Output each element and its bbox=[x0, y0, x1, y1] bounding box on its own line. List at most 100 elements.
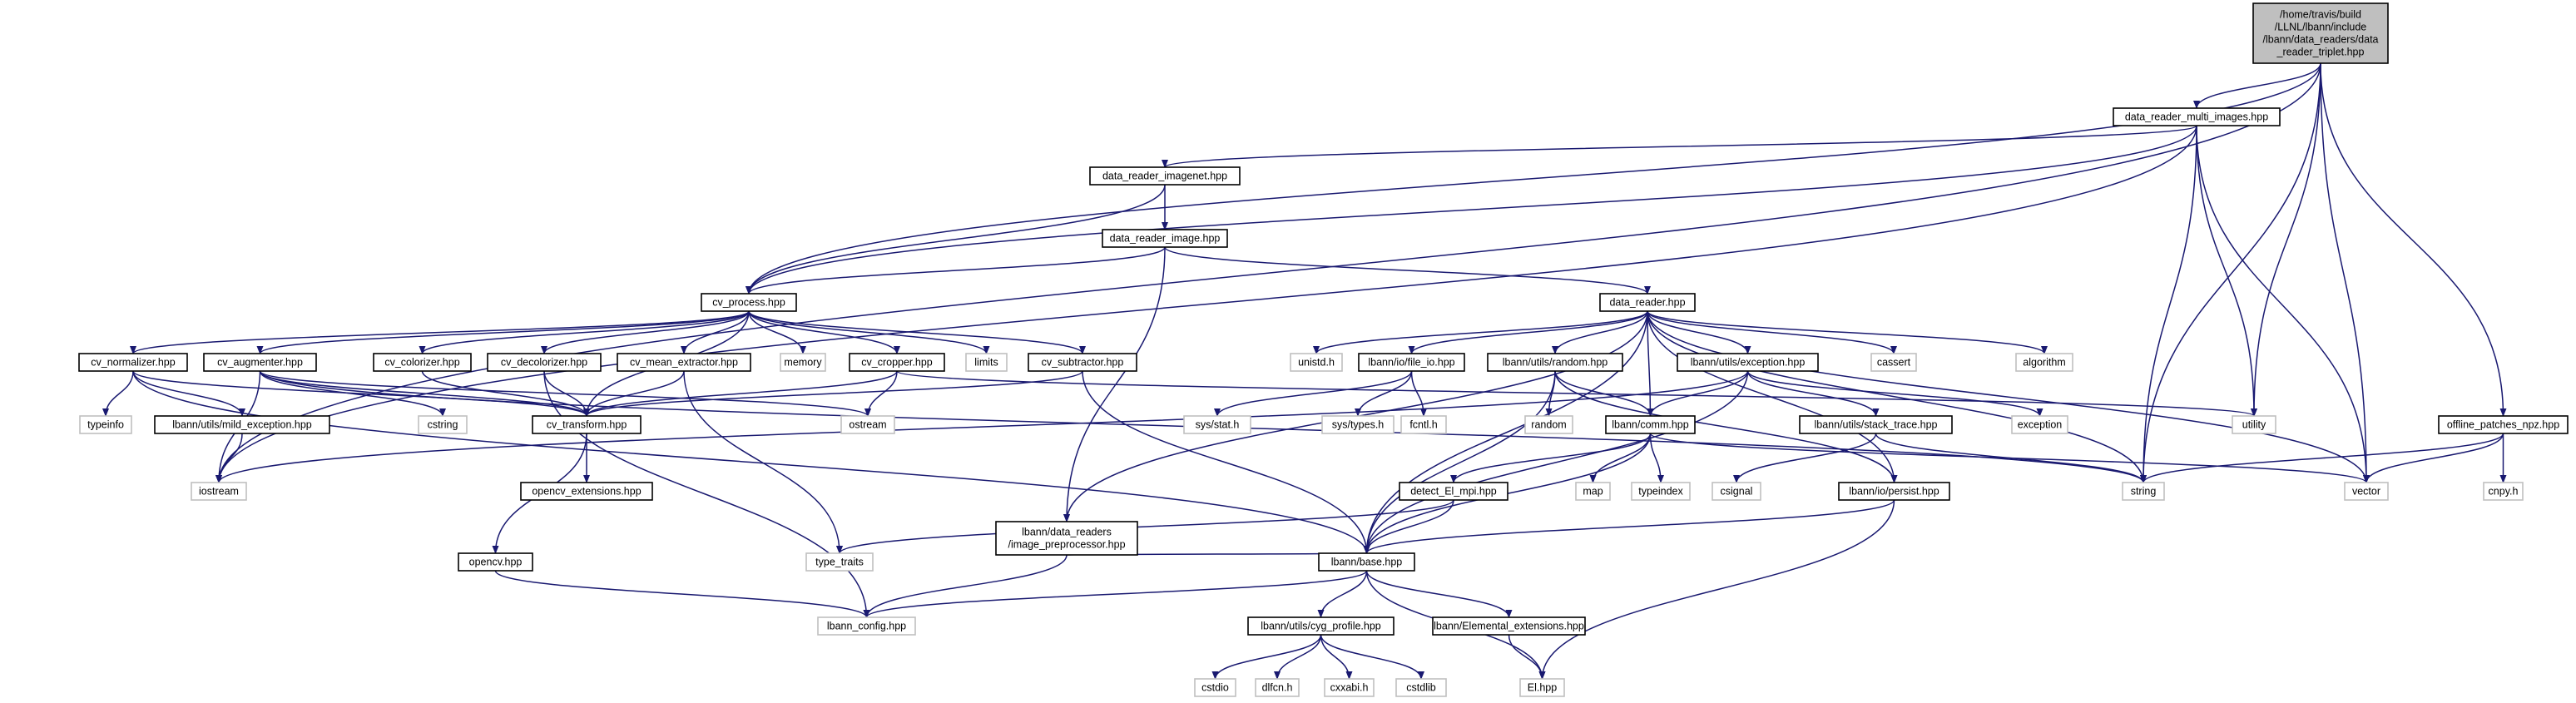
node-box bbox=[1324, 678, 1375, 697]
edge-cropper-to-utility bbox=[896, 370, 2257, 417]
node-box bbox=[1524, 415, 1573, 434]
edge-persist-to-base bbox=[1363, 499, 1895, 554]
node-label: cv_colorizer.hpp bbox=[384, 357, 459, 369]
node-box bbox=[2011, 415, 2068, 434]
node-box bbox=[2113, 107, 2281, 126]
node-label: typeindex bbox=[1638, 486, 1683, 498]
node-box bbox=[1870, 353, 1917, 372]
node-detect-el-mpi-hpp[interactable]: detect_El_mpi.hpp bbox=[1399, 482, 1508, 501]
node-label: ostream bbox=[849, 419, 886, 431]
node-cv-process-hpp[interactable]: cv_process.hpp bbox=[701, 293, 797, 312]
node-dlfcn-h: dlfcn.h bbox=[1255, 678, 1300, 697]
node-label: cv_subtractor.hpp bbox=[1042, 357, 1124, 369]
edge-image-to-reader bbox=[1164, 246, 1651, 295]
node-data-reader-imagenet-hpp[interactable]: data_reader_imagenet.hpp bbox=[1089, 166, 1241, 186]
node-label: cv_normalizer.hpp bbox=[91, 357, 175, 369]
edge-stacktrace-to-csignal bbox=[1733, 433, 1877, 483]
node-cstring: cstring bbox=[418, 415, 468, 434]
node-label: lbann/utils/mild_exception.hpp bbox=[172, 419, 312, 431]
node-box bbox=[780, 353, 826, 372]
node-lbann-elemental-extensions-hpp[interactable]: lbann/Elemental_extensions.hpp bbox=[1432, 616, 1586, 636]
node-fcntl-h: fcntl.h bbox=[1400, 415, 1447, 434]
node-data-reader-multi-images-hpp[interactable]: data_reader_multi_images.hpp bbox=[2113, 107, 2281, 126]
edge-persist-to-elhpp bbox=[1538, 499, 1895, 680]
node-label: cv_transform.hpp bbox=[547, 419, 627, 431]
node-lbann-io-file-io-hpp[interactable]: lbann/io/file_io.hpp bbox=[1358, 353, 1465, 372]
node-label: lbann/comm.hpp bbox=[1612, 419, 1688, 431]
node-data-reader-hpp[interactable]: data_reader.hpp bbox=[1599, 293, 1696, 312]
node-box bbox=[1290, 353, 1343, 372]
node-box bbox=[1321, 415, 1395, 434]
edge-subtractor-to-base bbox=[1082, 370, 1370, 554]
edge-cropper-to-ostream bbox=[864, 370, 898, 417]
node-typeinfo: typeinfo bbox=[79, 415, 132, 434]
node-box bbox=[1799, 415, 1953, 434]
node-cv-mean-extractor-hpp[interactable]: cv_mean_extractor.hpp bbox=[617, 353, 751, 372]
edge-imagenet-to-process bbox=[746, 184, 1166, 295]
node-lbann-utils-exception-hpp[interactable]: lbann/utils/exception.hpp bbox=[1677, 353, 1819, 372]
node-box bbox=[965, 353, 1008, 372]
node-opencv-extensions-hpp[interactable]: opencv_extensions.hpp bbox=[520, 482, 653, 501]
node-lbann-utils-stack-trace-hpp[interactable]: lbann/utils/stack_trace.hpp bbox=[1799, 415, 1953, 434]
node-label: exception bbox=[2018, 419, 2063, 431]
edge-root-to-string bbox=[2140, 62, 2321, 483]
node-label: cstring bbox=[428, 419, 458, 431]
node-cstdlib: cstdlib bbox=[1395, 678, 1447, 697]
node-box bbox=[191, 482, 247, 501]
edge-layer bbox=[102, 62, 2507, 680]
edge-exception_hpp-to-base bbox=[1363, 370, 1749, 554]
node-cxxabi-h: cxxabi.h bbox=[1324, 678, 1375, 697]
edge-exception_hpp-to-iostream bbox=[215, 370, 1749, 483]
node-cv-subtractor-hpp[interactable]: cv_subtractor.hpp bbox=[1028, 353, 1137, 372]
edge-offline-to-vector bbox=[2363, 433, 2504, 483]
edge-random_hpp-to-persist bbox=[1554, 370, 1898, 483]
edge-augmenter-to-cstring bbox=[259, 370, 446, 417]
node-box bbox=[1519, 678, 1565, 697]
node-box bbox=[1712, 482, 1761, 501]
node-label: type_traits bbox=[815, 557, 864, 568]
edge-multi-to-imagenet bbox=[1162, 125, 2197, 168]
node-el-hpp: El.hpp bbox=[1519, 678, 1565, 697]
edge-meanext-to-typetraits bbox=[683, 370, 843, 554]
edge-augmenter-to-transform bbox=[259, 370, 590, 417]
node-lbann-utils-mild-exception-hpp[interactable]: lbann/utils/mild_exception.hpp bbox=[154, 415, 330, 434]
node-opencv-hpp[interactable]: opencv.hpp bbox=[458, 552, 533, 572]
node-label: /home/travis/build bbox=[2280, 9, 2361, 21]
node-utility: utility bbox=[2232, 415, 2276, 434]
node-label: /lbann/data_readers/data bbox=[2263, 34, 2379, 46]
node-lbann-comm-hpp[interactable]: lbann/comm.hpp bbox=[1605, 415, 1696, 434]
node-box bbox=[203, 353, 317, 372]
node-label: iostream bbox=[199, 486, 239, 498]
edge-reader-to-unistd bbox=[1313, 310, 1648, 354]
node-lbann-data-readers-image-preprocessor-hpp[interactable]: lbann/data_readers/image_preprocessor.hp… bbox=[995, 521, 1138, 556]
edge-process-to-decolorizer bbox=[541, 310, 750, 354]
node-label: data_reader_imagenet.hpp bbox=[1102, 171, 1227, 182]
node-cv-augmenter-hpp[interactable]: cv_augmenter.hpp bbox=[203, 353, 317, 372]
node-cv-colorizer-hpp[interactable]: cv_colorizer.hpp bbox=[373, 353, 472, 372]
node-cv-normalizer-hpp[interactable]: cv_normalizer.hpp bbox=[78, 353, 188, 372]
node-data-reader-image-hpp[interactable]: data_reader_image.hpp bbox=[1102, 229, 1228, 248]
node-lbann-utils-random-hpp[interactable]: lbann/utils/random.hpp bbox=[1487, 353, 1623, 372]
edge-cygprof-to-cstdio bbox=[1211, 634, 1322, 680]
edge-reader-to-fileio bbox=[1408, 310, 1648, 354]
edge-exception_hpp-to-stacktrace bbox=[1746, 370, 1880, 417]
node-algorithm: algorithm bbox=[2015, 353, 2073, 372]
edge-process-to-subtractor bbox=[748, 310, 1086, 354]
node-label: random bbox=[1531, 419, 1566, 431]
node-label: opencv_extensions.hpp bbox=[532, 486, 641, 498]
node-cv-decolorizer-hpp[interactable]: cv_decolorizer.hpp bbox=[487, 353, 602, 372]
edge-root-to-multi bbox=[2193, 62, 2321, 109]
node-lbann-base-hpp[interactable]: lbann/base.hpp bbox=[1318, 552, 1415, 572]
node-cv-transform-hpp[interactable]: cv_transform.hpp bbox=[532, 415, 642, 434]
node-label: cv_process.hpp bbox=[712, 297, 785, 309]
node-home-travis-build-llnl-lbann-include-lbann-data-readers-data-reader-triplet-hpp[interactable]: /home/travis/build/LLNL/lbann/include/lb… bbox=[2252, 2, 2389, 64]
node-box bbox=[995, 521, 1138, 556]
node-box bbox=[1183, 415, 1251, 434]
edge-elemext-to-elhpp bbox=[1508, 634, 1546, 680]
node-cv-cropper-hpp[interactable]: cv_cropper.hpp bbox=[849, 353, 945, 372]
node-lbann-utils-cyg-profile-hpp[interactable]: lbann/utils/cyg_profile.hpp bbox=[1247, 616, 1395, 636]
edge-random_hpp-to-base bbox=[1363, 370, 1556, 554]
node-box bbox=[1028, 353, 1137, 372]
node-offline-patches-npz-hpp[interactable]: offline_patches_npz.hpp bbox=[2438, 415, 2569, 434]
node-lbann-io-persist-hpp[interactable]: lbann/io/persist.hpp bbox=[1838, 482, 1950, 501]
